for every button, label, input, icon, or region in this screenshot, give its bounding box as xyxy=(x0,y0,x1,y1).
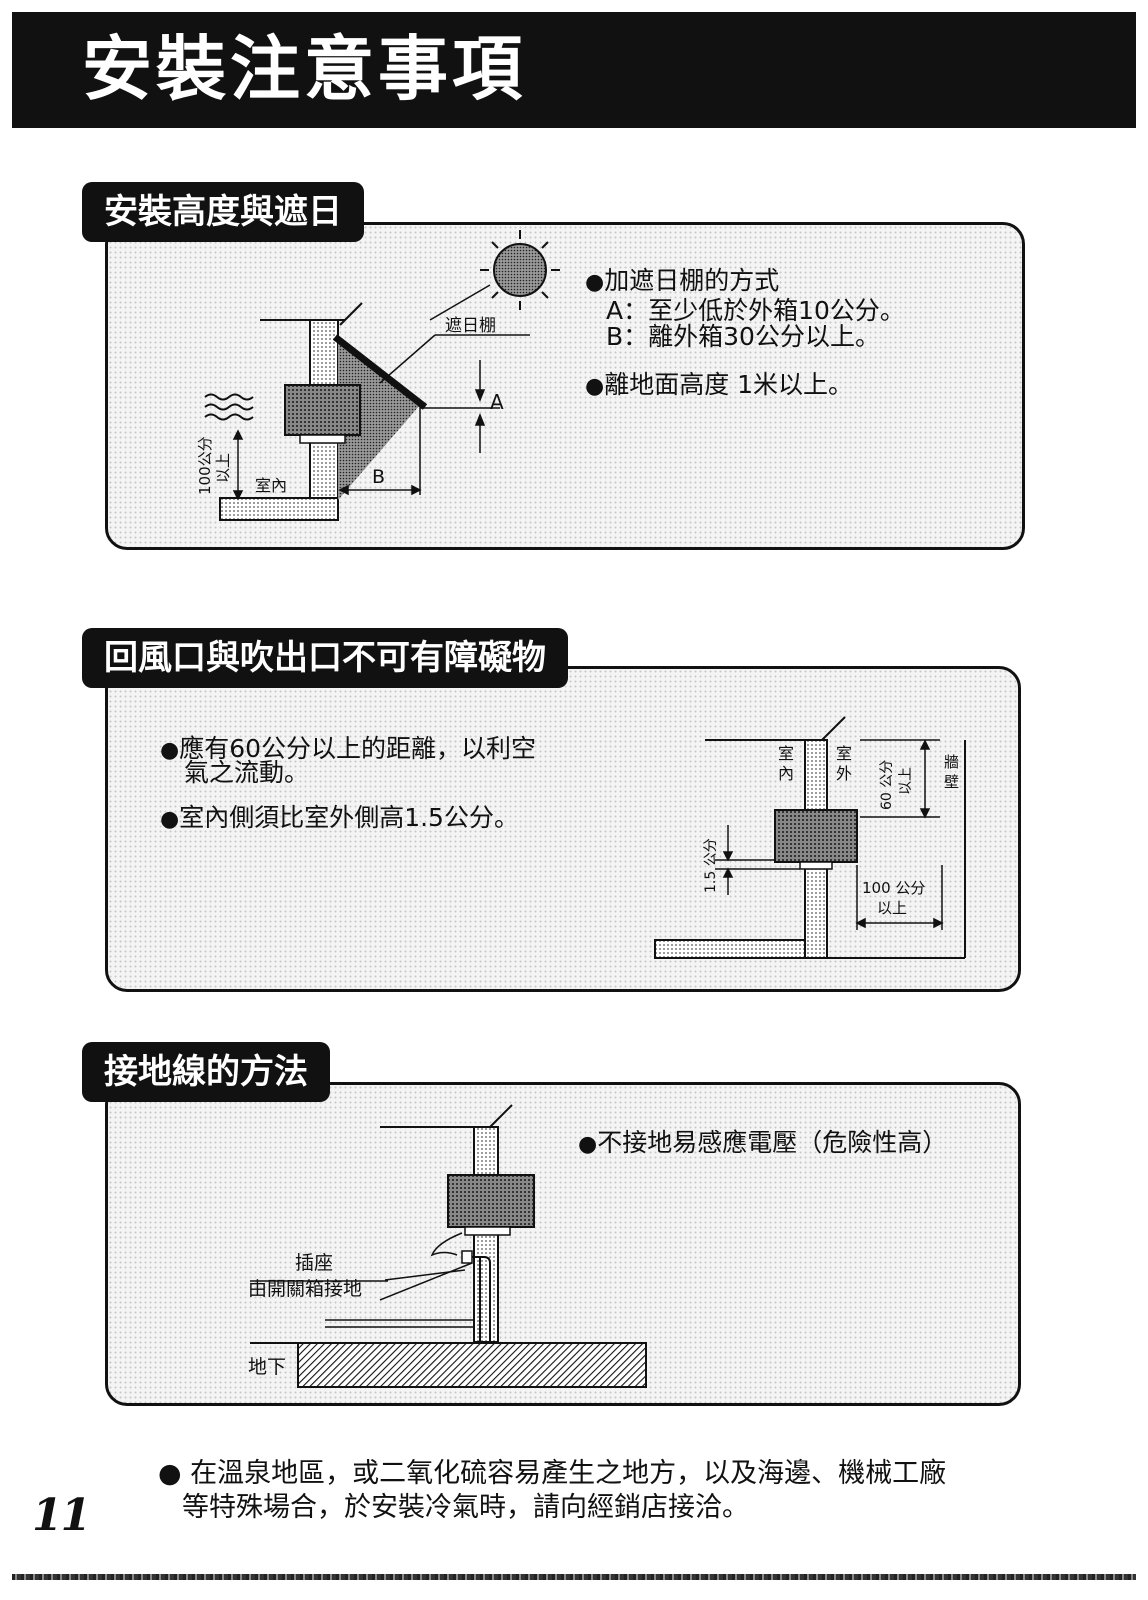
gap100-label: 100 公分 xyxy=(862,879,925,897)
ac-unit xyxy=(284,384,361,436)
section-airflow-box xyxy=(105,666,1021,992)
section-airflow-label: 回風口與吹出口不可有障礙物 xyxy=(82,628,568,688)
sun-shade-bullet-1: ●加遮日棚的方式 xyxy=(585,266,780,295)
ac-unit xyxy=(774,809,858,863)
bottom-edge-bar xyxy=(12,1574,1136,1580)
gap15-label: 1.5 公分 xyxy=(703,838,719,893)
socket-label: 插座 xyxy=(295,1252,333,1274)
wall-char-1: 牆 xyxy=(944,753,959,771)
switchbox-label: 由開關箱接地 xyxy=(248,1278,362,1300)
sun-shade-sub-a: A：至少低於外箱10公分。 xyxy=(606,296,905,325)
label-a: A xyxy=(490,390,504,414)
section-sun-shade-box xyxy=(105,222,1025,550)
gap100-label-2: 以上 xyxy=(877,899,907,917)
grounding-diagram: 插座 由開關箱接地 地下 xyxy=(248,1104,647,1388)
floor xyxy=(654,939,806,959)
page-title: 安裝注意事項 xyxy=(82,28,526,110)
height-label: 100公分 xyxy=(196,436,214,495)
height-label-2: 以上 xyxy=(214,453,232,483)
outdoor-char-2: 外 xyxy=(836,764,852,783)
airflow-diagram: 室 內 室 外 牆 壁 60 公分 以上 1.5 公分 100 公分 以上 xyxy=(654,716,966,959)
awning xyxy=(332,334,428,410)
indoor-char-2: 內 xyxy=(778,764,794,783)
floor xyxy=(219,497,339,521)
wall-char-2: 壁 xyxy=(944,773,959,791)
shade-area xyxy=(338,337,420,500)
indoor-char-1: 室 xyxy=(778,744,794,763)
footer-note: ● 在溫泉地區，或二氧化硫容易產生之地方，以及海邊、機械工廠 等特殊場合，於安裝… xyxy=(158,1458,947,1523)
ac-unit xyxy=(447,1174,535,1228)
gap60-label-2: 以上 xyxy=(898,767,914,795)
gap60-label: 60 公分 xyxy=(879,760,895,810)
indoor-label: 室內 xyxy=(255,476,287,495)
ground xyxy=(297,1342,647,1388)
outdoor-char-1: 室 xyxy=(836,744,852,763)
page-header: 安裝注意事項 xyxy=(12,12,1136,128)
section-grounding-label: 接地線的方法 xyxy=(82,1042,330,1102)
sun-shade-sub-b: B：離外箱30公分以上。 xyxy=(606,322,880,351)
sun-icon xyxy=(480,230,560,310)
section-sun-shade-label: 安裝高度與遮日 xyxy=(82,182,364,242)
socket-icon xyxy=(461,1250,473,1264)
airflow-bullet-1-cont: 氣之流動。 xyxy=(184,758,310,787)
sun-shade-diagram: 遮日棚 A B 100公分 以上 室內 xyxy=(196,230,560,521)
airflow-bullet-2: ●室內側須比室外側高1.5公分。 xyxy=(160,803,519,832)
grounding-bullet-1: ●不接地易感應電壓（危險性高） xyxy=(578,1128,948,1157)
airflow-bullet-1: ●應有60公分以上的距離，以利空 xyxy=(160,734,537,763)
label-b: B xyxy=(372,466,385,488)
sun-shade-bullet-2: ●離地面高度 1米以上。 xyxy=(585,370,854,399)
underground-label: 地下 xyxy=(248,1356,286,1378)
page-number: 11 xyxy=(32,1490,91,1541)
awning-label: 遮日棚 xyxy=(445,316,496,336)
